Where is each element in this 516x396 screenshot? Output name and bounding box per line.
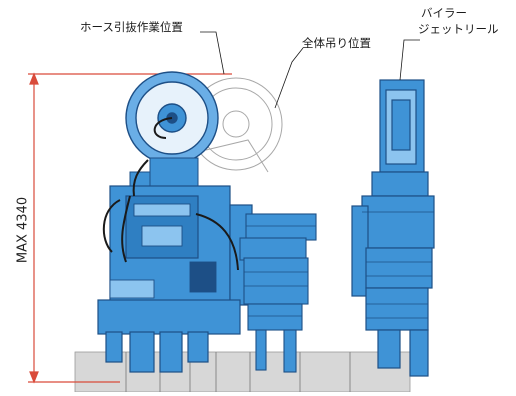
label-boiler-line1: バイラー [421,6,467,20]
label-max-height: MAX 4340 [0,180,46,280]
hose-reel [125,71,219,165]
dimension-line [28,72,232,384]
side-stripes [362,211,434,319]
side-body [351,171,435,377]
label-hose-position: ホース引抜作業位置 [80,20,183,34]
front-right-stripes [244,225,316,317]
leader-lines [200,31,420,109]
side-jet-reel [379,79,425,173]
label-lift-position: 全体吊り位置 [302,36,371,50]
reel-stand [129,157,199,191]
label-boiler-line2: ジェットリール [418,22,499,36]
body-details [109,203,217,299]
hoses [102,159,239,271]
label-max-height-text: MAX 4340 [15,196,31,264]
front-right-section [239,213,317,373]
ground-strip [74,351,411,393]
